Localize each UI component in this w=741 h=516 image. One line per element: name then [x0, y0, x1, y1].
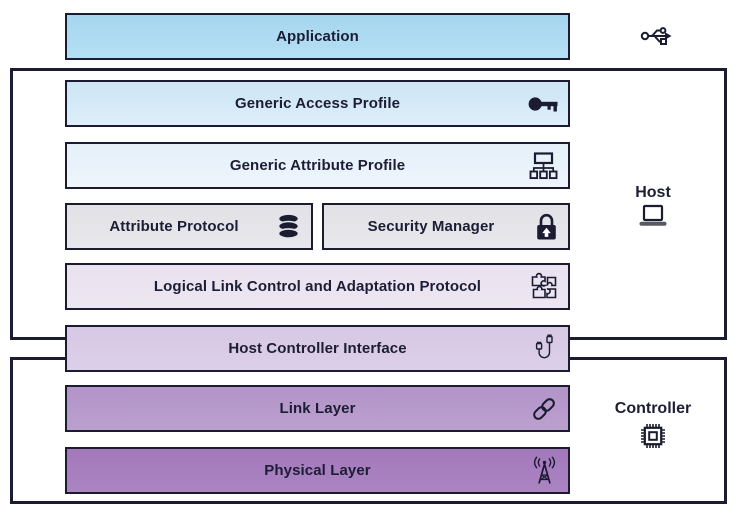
layer-gap-label: Generic Access Profile	[234, 95, 401, 112]
controller-side-label: Controller	[605, 400, 701, 452]
layer-generic-access-profile: Generic Access Profile	[65, 80, 570, 127]
layer-security-manager: Security Manager	[322, 203, 570, 250]
database-icon	[275, 213, 302, 240]
layer-l2cap: Logical Link Control and Adaptation Prot…	[65, 263, 570, 310]
key-icon	[528, 94, 559, 113]
sitemap-icon	[528, 151, 559, 180]
layer-application-label: Application	[276, 28, 359, 45]
host-side-label: Host	[618, 184, 688, 229]
layer-application: Application	[65, 13, 570, 60]
layer-link-layer: Link Layer	[65, 385, 570, 432]
layer-generic-attribute-profile: Generic Attribute Profile	[65, 142, 570, 189]
layer-sm-label: Security Manager	[367, 218, 495, 235]
layer-gatt-label: Generic Attribute Profile	[229, 157, 406, 174]
usb-icon	[640, 22, 674, 50]
laptop-icon	[636, 204, 670, 229]
layer-l2cap-label: Logical Link Control and Adaptation Prot…	[153, 278, 482, 295]
layer-host-controller-interface: Host Controller Interface	[65, 325, 570, 372]
controller-label: Controller	[614, 400, 692, 417]
layer-phy-label: Physical Layer	[264, 462, 371, 479]
lock-icon	[534, 211, 559, 242]
chip-icon	[637, 420, 669, 452]
layer-attribute-protocol: Attribute Protocol	[65, 203, 313, 250]
layer-link-label: Link Layer	[279, 400, 356, 417]
radio-tower-icon	[530, 455, 559, 486]
host-label: Host	[635, 184, 671, 201]
layer-hci-label: Host Controller Interface	[228, 340, 407, 357]
chain-link-icon	[529, 394, 559, 424]
layer-att-label: Attribute Protocol	[109, 218, 239, 235]
puzzle-icon	[529, 272, 559, 302]
layer-physical-layer: Physical Layer	[65, 447, 570, 494]
usb-cable-icon	[533, 332, 559, 366]
